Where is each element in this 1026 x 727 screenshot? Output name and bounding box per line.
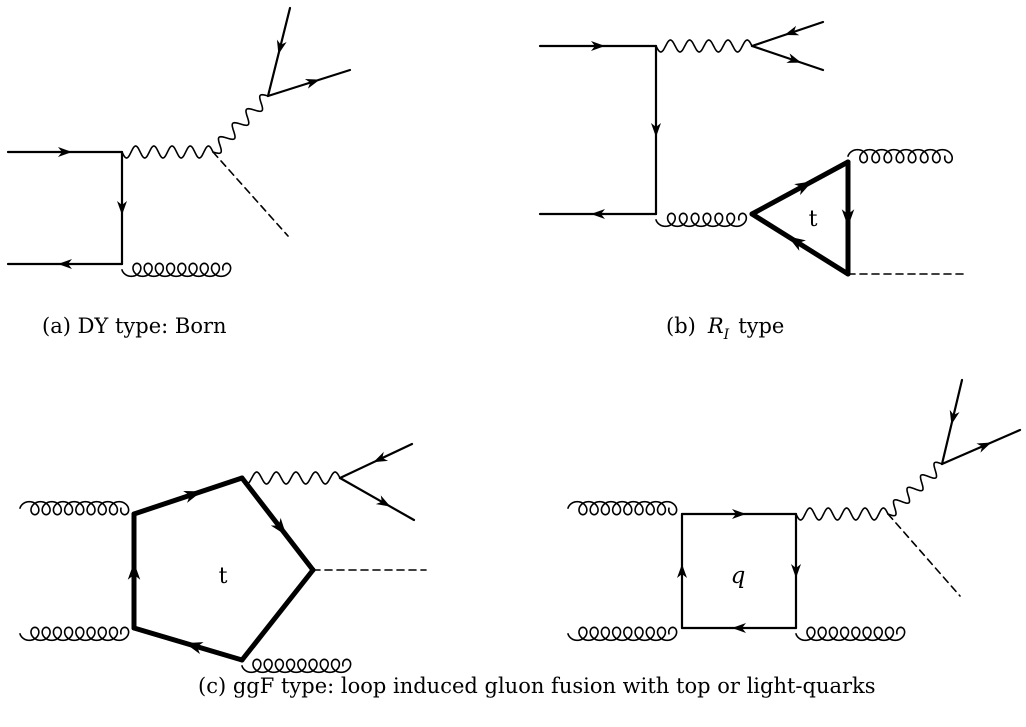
a-gluon — [121, 262, 232, 278]
b-top-triangle-lower-arrow — [787, 236, 806, 251]
b-vector-boson — [655, 39, 753, 53]
c1-top-loop-lower-arrow — [185, 642, 204, 655]
caption-a: (a) DY type: Born — [42, 314, 227, 338]
b-top-triangle-lower — [749, 211, 851, 277]
b-lepton-out — [750, 44, 825, 72]
a-incoming-quark-arrow — [58, 147, 72, 157]
c1-top-loop-upper-arrow — [183, 491, 202, 503]
caption-b-prefix: (b) — [666, 314, 696, 338]
light-quark-box-label: q — [731, 563, 746, 589]
c2-gluon-top — [567, 500, 678, 516]
caption-c: (c) ggF type: loop induced gluon fusion … — [198, 674, 876, 698]
c2-gluon-bottom — [567, 626, 678, 642]
b-t-channel-quark-arrow — [651, 123, 661, 137]
b-top-triangle-upper — [749, 159, 851, 217]
c1-gluon-out — [241, 658, 352, 674]
c2-vector-boson — [795, 507, 889, 521]
c2-quark-box-left-arrow — [677, 564, 687, 578]
c2-vector-boson-decay — [887, 461, 943, 517]
c1-lepton-out-arrow — [375, 495, 391, 507]
c2-quark-box-right-arrow — [791, 564, 801, 578]
c2-higgs-scalar — [887, 513, 961, 597]
caption-b-subscript: I — [723, 327, 730, 343]
c1-gluon-top — [19, 500, 130, 516]
top-quark-triangle-label: t — [809, 207, 818, 232]
b-gluon-out — [847, 148, 954, 164]
b-outgoing-antiquark-arrow — [591, 209, 605, 219]
a-vector-boson-decay — [212, 93, 269, 155]
b-top-triangle-right-arrow — [841, 209, 855, 227]
a-lepton-out — [266, 68, 352, 98]
a-t-channel-quark-arrow — [117, 201, 127, 215]
c2-quark-box-top-arrow — [732, 509, 746, 519]
b-top-triangle-upper-arrow — [794, 181, 813, 196]
c2-quark-box-bottom-arrow — [732, 623, 746, 633]
c1-lepton-in-arrow — [373, 451, 389, 463]
c2-gluon-out — [795, 626, 906, 642]
c2-lepton-in-arrow — [949, 409, 960, 425]
c1-lepton-out — [338, 476, 416, 522]
b-gluon-to-loop — [655, 212, 748, 228]
a-vector-boson — [121, 145, 214, 159]
b-lepton-in-arrow — [784, 25, 800, 36]
a-lepton-out-arrow — [304, 79, 320, 89]
a-higgs-scalar — [212, 151, 289, 237]
a-outgoing-antiquark-arrow — [58, 259, 72, 269]
c2-lepton-out — [940, 428, 1022, 466]
c1-top-loop-upper-right-arrow — [270, 517, 287, 536]
a-lepton-in-arrow — [276, 39, 287, 55]
c1-gluon-bottom — [19, 626, 130, 642]
caption-b-symbol: R — [707, 314, 724, 338]
c1-top-loop-lower-right — [239, 567, 316, 663]
b-incoming-quark-arrow — [591, 41, 605, 51]
caption-b-suffix: type — [738, 314, 784, 338]
top-quark-pentagon-label: t — [219, 564, 228, 589]
c1-top-loop-left-arrow — [127, 562, 141, 580]
c1-vector-boson — [241, 471, 341, 485]
c1-top-loop-upper — [131, 475, 245, 517]
b-lepton-out-arrow — [786, 53, 802, 63]
c2-lepton-out-arrow — [976, 442, 992, 453]
c1-top-loop-upper-right — [239, 475, 316, 573]
